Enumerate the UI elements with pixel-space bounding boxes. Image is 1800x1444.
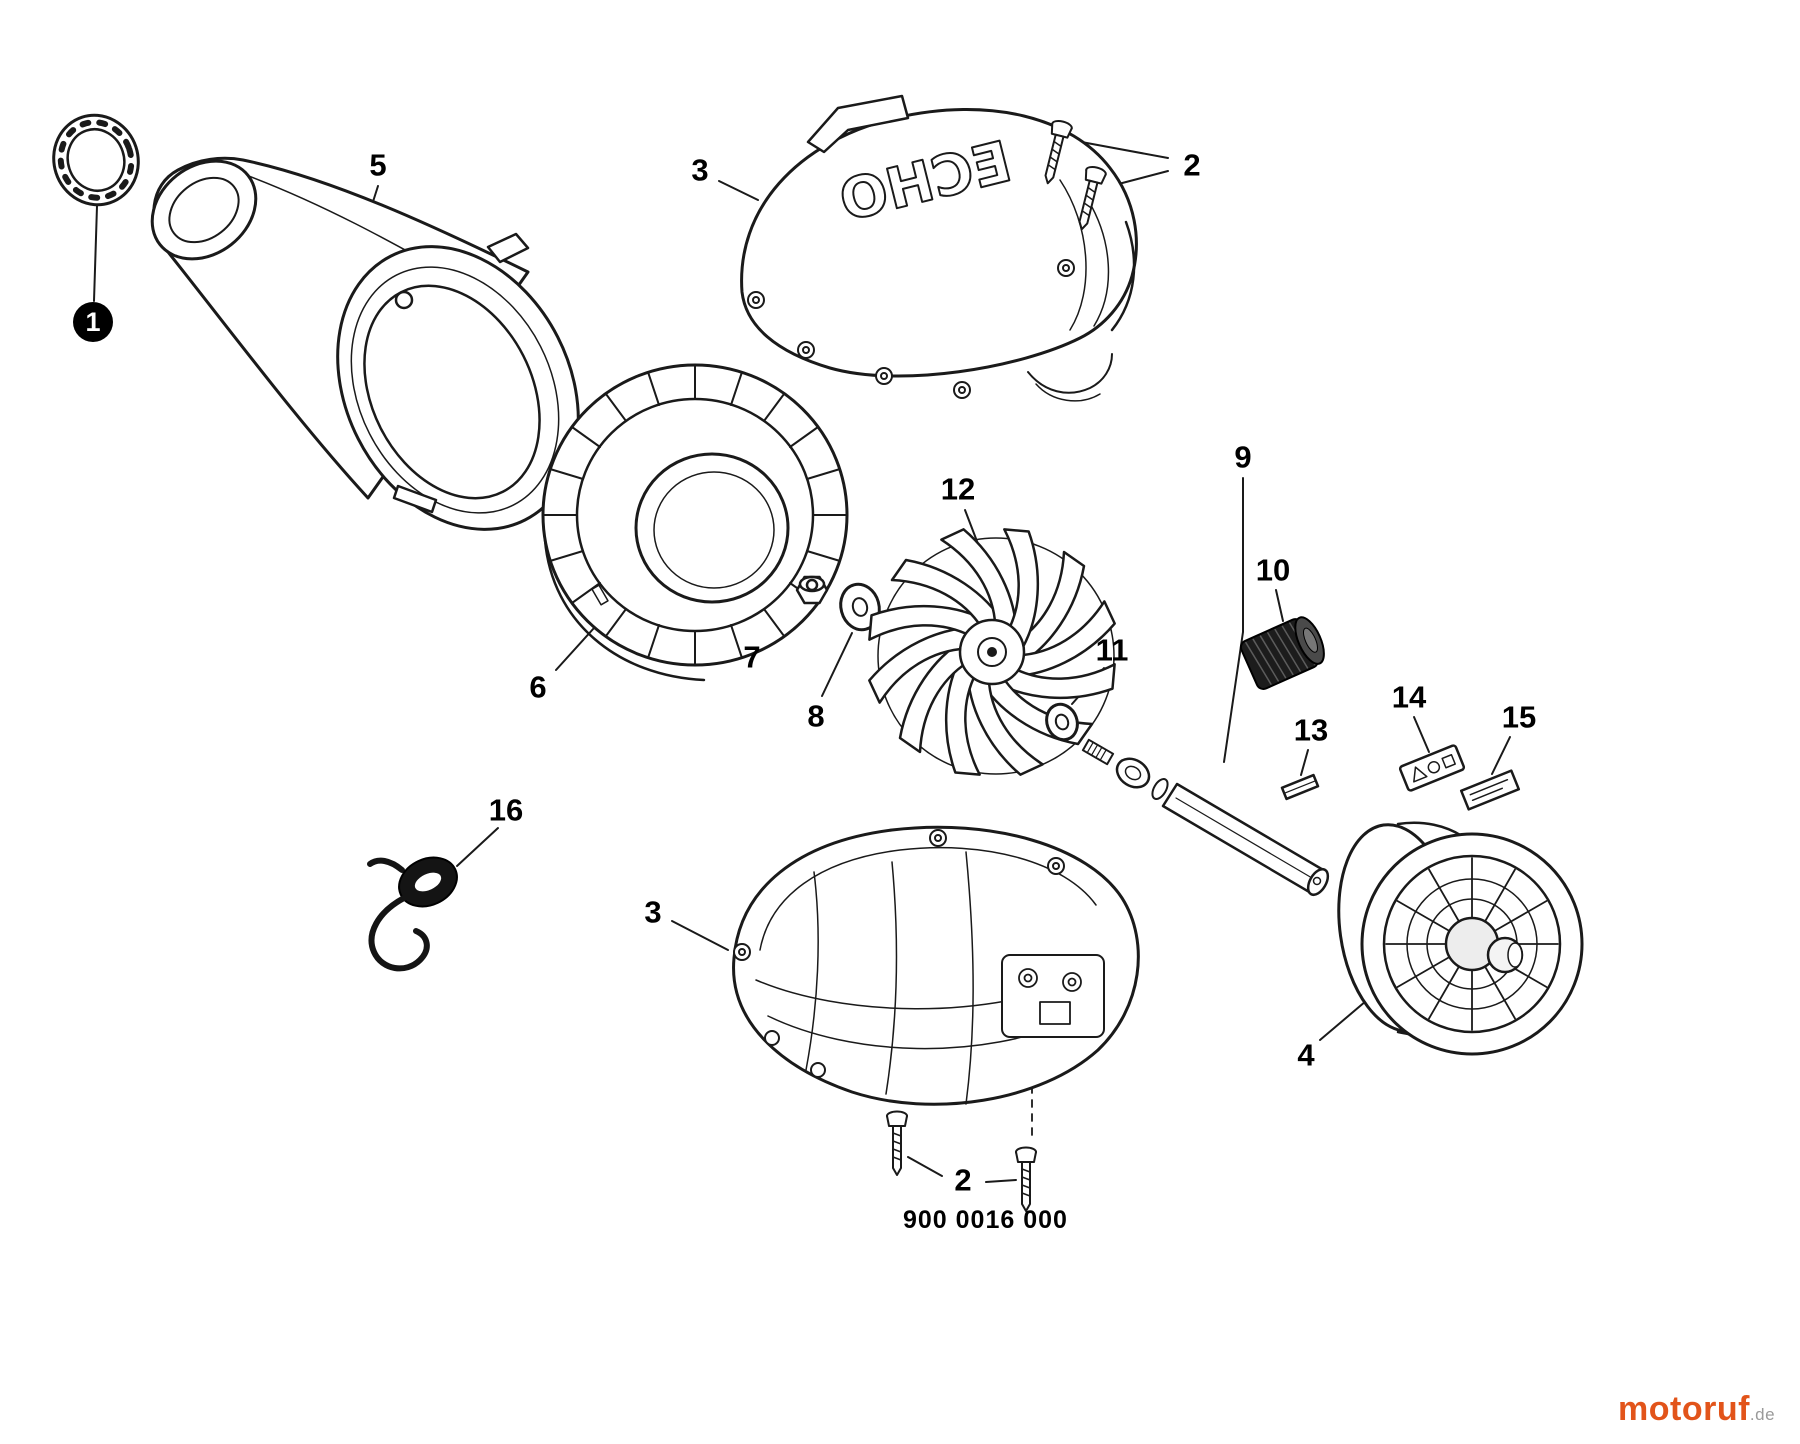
callout-12: 12 (940, 471, 976, 507)
callout-15: 15 (1501, 699, 1537, 735)
screw (886, 1110, 908, 1176)
part-blower-nozzle (150, 156, 580, 531)
callout-4: 4 (1297, 1037, 1315, 1073)
part-knurled-bushing (1239, 616, 1325, 690)
part-intake-clamp-ring (52, 113, 140, 207)
callout-1: 1 (73, 302, 113, 342)
callout-13: 13 (1293, 712, 1329, 748)
callout-7: 7 (743, 639, 761, 675)
screw (1015, 1146, 1037, 1212)
part-fan-impeller (858, 518, 1126, 786)
part-fan-shroud (541, 363, 849, 682)
callout-10: 10 (1255, 552, 1291, 588)
part-number-label: 900 0016 000 (903, 1206, 1068, 1234)
callout-14: 14 (1391, 679, 1427, 715)
callout-2-lower: 2 (954, 1162, 972, 1198)
watermark-link[interactable]: motoruf.de (1618, 1390, 1775, 1429)
callout-3-upper: 3 (691, 152, 709, 188)
callout-8: 8 (807, 698, 825, 734)
part-blower-housing-lower (732, 825, 1140, 1106)
part-spring-hook (367, 856, 458, 972)
callout-16: 16 (488, 792, 524, 828)
callout-5: 5 (369, 147, 387, 183)
watermark-brand: motoruf (1618, 1390, 1750, 1428)
callout-3-lower: 3 (644, 894, 662, 930)
part-nut (795, 575, 829, 605)
callout-11: 11 (1095, 632, 1129, 668)
watermark-tld: .de (1749, 1405, 1776, 1424)
callout-2-upper: 2 (1183, 147, 1201, 183)
part-decal-warning (1398, 744, 1466, 792)
callout-9: 9 (1234, 439, 1252, 475)
part-washer (839, 582, 881, 632)
callout-6: 6 (529, 669, 547, 705)
part-blower-housing-upper: ECHO (740, 94, 1138, 402)
part-washer-small (1045, 702, 1079, 742)
part-decal-info (1459, 769, 1521, 811)
part-engine-starter (1337, 821, 1584, 1056)
part-key-clip (1280, 773, 1320, 801)
part-shaft-assembly (1081, 738, 1330, 897)
